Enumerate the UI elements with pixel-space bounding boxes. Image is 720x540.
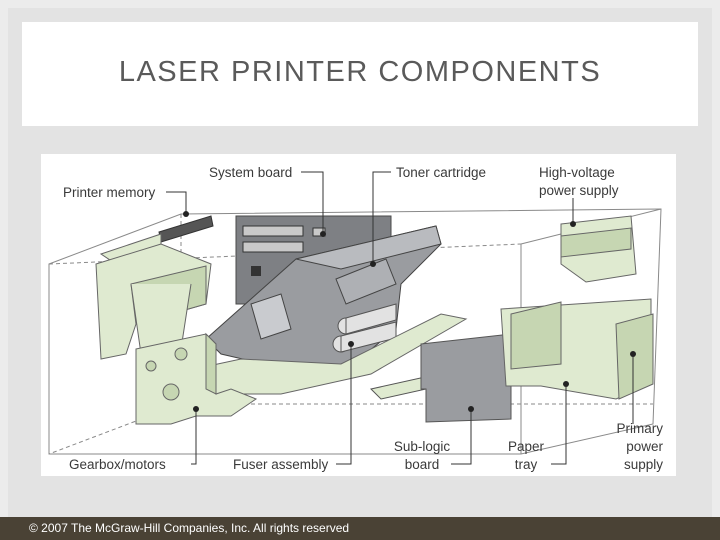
title-box: LASER PRINTER COMPONENTS	[22, 22, 698, 126]
printer-diagram	[48, 171, 662, 465]
label-fuser-assembly: Fuser assembly	[233, 457, 329, 472]
leader-dots	[183, 211, 636, 412]
paper-tray	[500, 298, 652, 400]
label-sub-logic-2: board	[404, 457, 440, 472]
label-printer-memory: Printer memory	[63, 185, 156, 200]
leader-lines	[166, 171, 634, 465]
label-paper-1: Paper	[507, 439, 545, 454]
diagram-panel: Printer memory System board Toner cartri…	[41, 154, 676, 476]
copyright-text: © 2007 The McGraw-Hill Companies, Inc. A…	[29, 521, 350, 535]
label-high-voltage-2: power supply	[539, 183, 619, 198]
label-primary-3: supply	[623, 457, 663, 472]
sub-logic-board	[370, 333, 512, 423]
label-toner-cartridge: Toner cartridge	[396, 165, 487, 180]
label-paper-2: tray	[514, 457, 538, 472]
high-voltage-supply	[560, 215, 637, 283]
label-gearbox-motors: Gearbox/motors	[69, 457, 166, 472]
left-green-component	[95, 243, 212, 360]
label-high-voltage-1: High-voltage	[539, 165, 615, 180]
fuser-rollers	[332, 303, 397, 353]
gearbox-motors	[135, 332, 258, 425]
label-system-board: System board	[209, 165, 293, 180]
footer-bar: © 2007 The McGraw-Hill Companies, Inc. A…	[0, 517, 720, 540]
label-primary-2: power	[626, 439, 663, 454]
label-primary-1: Primary	[616, 421, 664, 436]
slide-title: LASER PRINTER COMPONENTS	[118, 55, 602, 88]
label-sub-logic-1: Sub-logic	[393, 439, 451, 454]
